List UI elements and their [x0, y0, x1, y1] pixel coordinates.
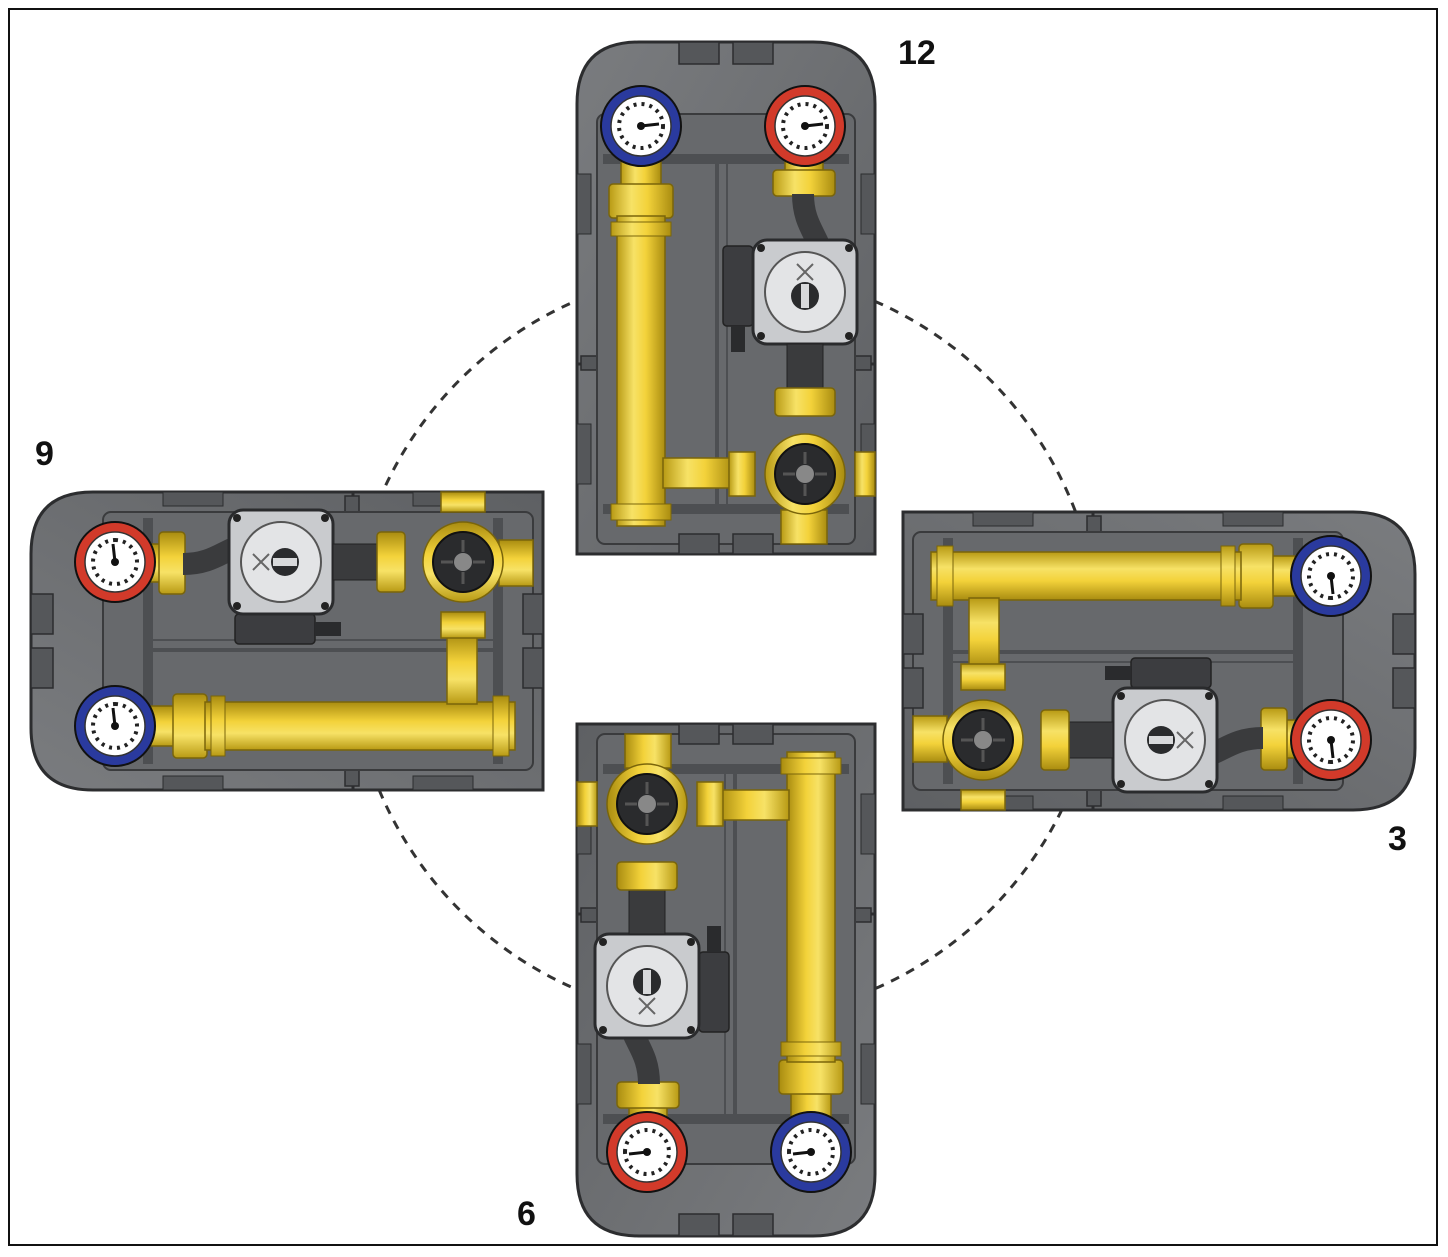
pump-group-left [31, 492, 543, 790]
pump-group-bottom [577, 724, 875, 1236]
position-label-9: 9 [35, 435, 54, 473]
diagram-frame [8, 8, 1438, 1246]
position-label-12: 12 [898, 34, 936, 72]
position-label-3: 3 [1388, 820, 1407, 858]
pump-group-right [903, 512, 1415, 810]
position-label-6: 6 [517, 1195, 536, 1233]
pump-group-top [577, 42, 875, 554]
